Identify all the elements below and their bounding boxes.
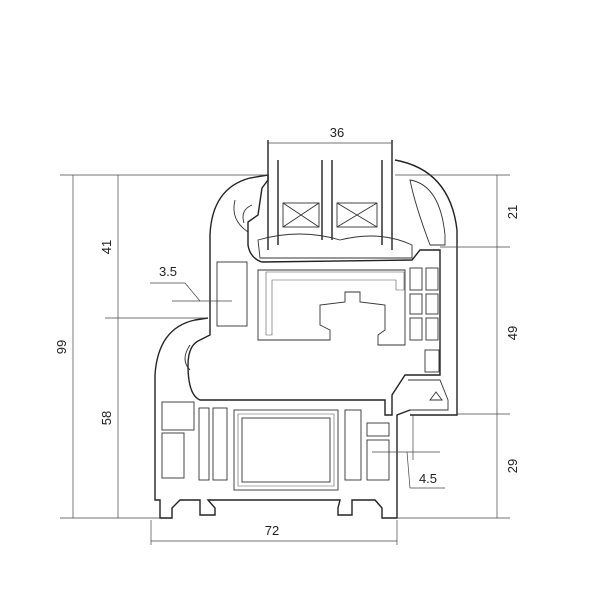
dim-right-middle: 49 <box>505 326 520 340</box>
glass-unit <box>257 140 413 259</box>
dim-wall-right: 4.5 <box>419 471 437 486</box>
dimension-lines <box>60 142 510 545</box>
dim-frame-lower: 58 <box>99 411 114 425</box>
dim-glass-width: 36 <box>330 125 344 140</box>
sash-profile <box>187 174 441 416</box>
dim-total-height: 99 <box>54 340 69 354</box>
dim-sash-upper: 41 <box>99 240 114 254</box>
dim-right-top: 21 <box>505 205 520 219</box>
frame-profile <box>154 159 458 519</box>
dim-right-bottom: 29 <box>505 459 520 473</box>
dim-total-depth: 72 <box>265 523 279 538</box>
dim-wall-left: 3.5 <box>159 264 177 279</box>
